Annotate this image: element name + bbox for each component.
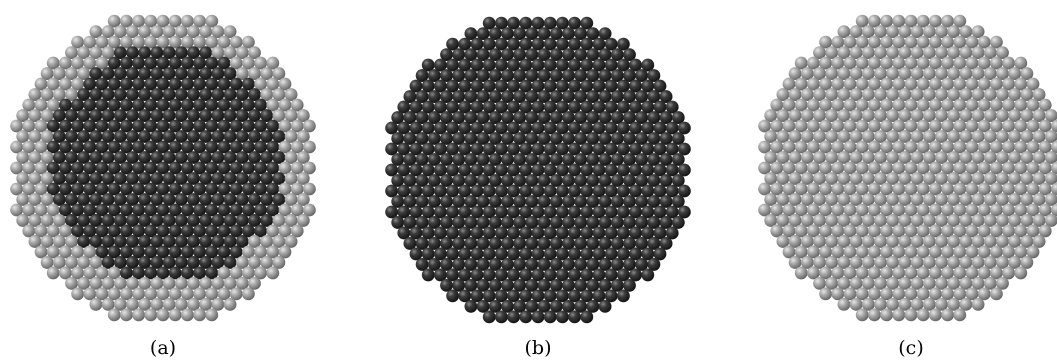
dark-atom-sphere	[507, 310, 520, 323]
light-atom-sphere	[47, 267, 60, 280]
dark-atom-sphere	[568, 310, 581, 323]
panel-c-caption: (c)	[871, 336, 951, 360]
light-atom-sphere	[169, 308, 182, 321]
light-atom-sphere	[990, 288, 1003, 301]
light-atom-sphere	[71, 288, 84, 301]
dark-atom-sphere	[422, 269, 435, 282]
panel-b-dark-particle	[385, 17, 691, 324]
dark-atom-sphere	[519, 310, 532, 323]
light-atom-sphere	[157, 308, 170, 321]
dark-atom-sphere	[556, 310, 569, 323]
light-atom-sphere	[108, 308, 121, 321]
dark-atom-sphere	[617, 290, 630, 303]
panel-b-caption: (b)	[498, 336, 578, 360]
dark-atom-sphere	[446, 290, 459, 303]
dark-atom-sphere	[580, 310, 593, 323]
panel-a-caption: (a)	[123, 336, 203, 360]
light-atom-sphere	[132, 308, 145, 321]
light-atom-sphere	[905, 308, 918, 321]
panel-a-core-shell-particle	[10, 15, 316, 322]
light-atom-sphere	[953, 308, 966, 321]
light-atom-sphere	[856, 308, 869, 321]
light-atom-sphere	[838, 298, 851, 311]
light-atom-sphere	[90, 298, 103, 311]
light-atom-sphere	[144, 308, 157, 321]
light-atom-sphere	[242, 288, 255, 301]
dark-atom-sphere	[641, 269, 654, 282]
light-atom-sphere	[819, 288, 832, 301]
light-atom-sphere	[892, 308, 905, 321]
light-atom-sphere	[795, 267, 808, 280]
light-atom-sphere	[205, 308, 218, 321]
light-atom-sphere	[120, 308, 133, 321]
light-atom-sphere	[917, 308, 930, 321]
light-atom-sphere	[929, 308, 942, 321]
light-atom-sphere	[941, 308, 954, 321]
dark-atom-sphere	[483, 310, 496, 323]
light-atom-sphere	[880, 308, 893, 321]
dark-atom-sphere	[465, 300, 478, 313]
light-atom-sphere	[266, 267, 279, 280]
dark-atom-sphere	[495, 310, 508, 323]
panel-c-light-particle	[758, 15, 1057, 322]
light-atom-sphere	[181, 308, 194, 321]
light-atom-sphere	[868, 308, 881, 321]
dark-atom-sphere	[544, 310, 557, 323]
dark-atom-sphere	[532, 310, 545, 323]
light-atom-sphere	[193, 308, 206, 321]
light-atom-sphere	[1014, 267, 1027, 280]
light-atom-sphere	[224, 298, 237, 311]
dark-atom-sphere	[599, 300, 612, 313]
light-atom-sphere	[972, 298, 985, 311]
